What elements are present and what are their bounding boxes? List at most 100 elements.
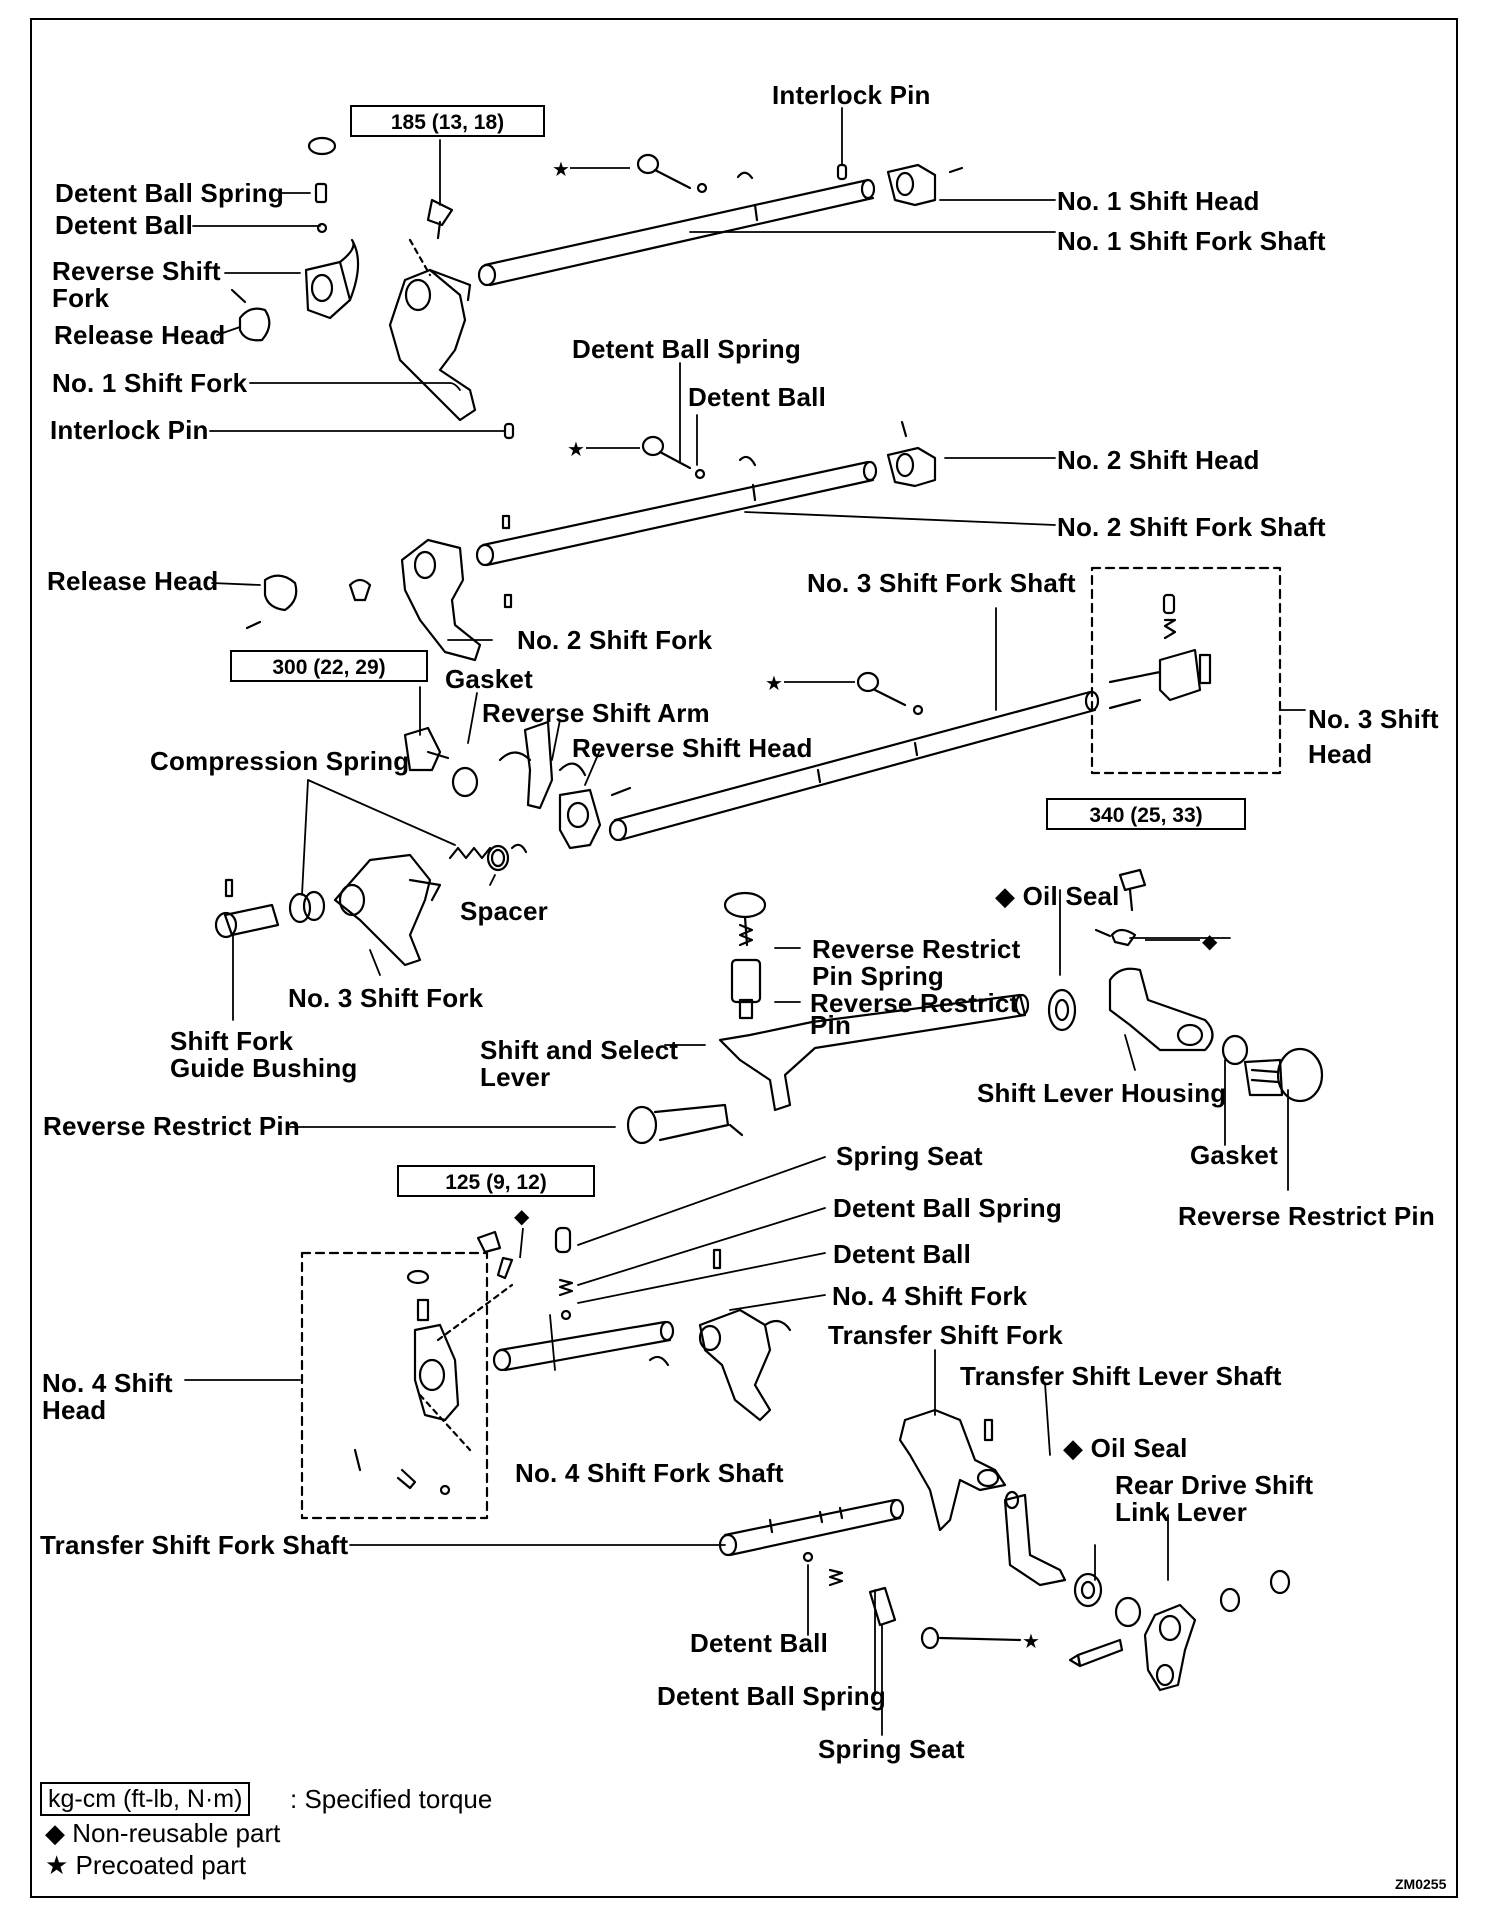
label-reverse-shift-arm: Reverse Shift Arm [482, 698, 710, 728]
link-lever-nuts-drawing [1219, 1569, 1291, 1613]
bolt-340-drawing [1094, 868, 1147, 947]
no1-shift-fork-drawing [388, 238, 477, 422]
no4-shift-fork-shaft-drawing [492, 1320, 675, 1372]
no3-shift-head-box [1090, 566, 1282, 775]
star-marker-2-icon: ★ [567, 437, 585, 461]
label-shift-fork-guide-bushing: Shift Fork Guide Bushing [170, 1026, 358, 1083]
label-transfer-shift-lever-shaft: Transfer Shift Lever Shaft [960, 1361, 1282, 1391]
legend-torque-desc: : Specified torque [290, 1784, 493, 1814]
label-spacer: Spacer [460, 896, 548, 926]
label-no3-shift-fork-shaft: No. 3 Shift Fork Shaft [807, 568, 1076, 598]
compression-spring-drawing [448, 844, 510, 872]
washer-icon [1114, 1596, 1142, 1628]
no1-shift-fork-shaft-drawing [477, 178, 876, 287]
precoated-plug-2-drawing [641, 435, 757, 480]
legend-precoated: ★ Precoated part [45, 1850, 247, 1880]
spring-seat-1-icon [554, 1226, 572, 1254]
label-reverse-restrict-pin-mid: Reverse Restrict Pin [810, 988, 1019, 1040]
transfer-shift-fork-shaft-drawing [718, 1498, 905, 1557]
reverse-restrict-pin-right-drawing [1243, 1047, 1324, 1103]
label-transfer-shift-fork-shaft: Transfer Shift Fork Shaft [40, 1530, 349, 1560]
label-release-head-1: Release Head [54, 320, 226, 350]
label-shift-and-select-lever: Shift and Select Lever [480, 1035, 679, 1092]
label-no2-shift-fork: No. 2 Shift Fork [517, 625, 713, 655]
torque-box-125: 125 (9, 12) [397, 1165, 595, 1197]
label-oil-seal-2: ◆ Oil Seal [1063, 1433, 1188, 1463]
rear-drive-shift-link-lever-drawing [1143, 1603, 1197, 1692]
release-head-2-drawing [245, 574, 372, 630]
label-spring-seat-2: Spring Seat [818, 1734, 965, 1764]
interlock-pin-top-icon [836, 163, 848, 181]
label-detent-ball-spring-4: Detent Ball Spring [657, 1681, 886, 1711]
detent-ball-spring-3-icon [558, 1278, 574, 1297]
label-no1-shift-head: No. 1 Shift Head [1057, 186, 1260, 216]
label-transfer-shift-fork: Transfer Shift Fork [828, 1320, 1063, 1350]
torque-box-185: 185 (13, 18) [350, 105, 545, 137]
label-detent-ball-spring-1: Detent Ball Spring [55, 178, 284, 208]
label-no2-shift-head: No. 2 Shift Head [1057, 445, 1260, 475]
no2-shift-fork-drawing [400, 538, 513, 662]
label-no3-shift-fork: No. 3 Shift Fork [288, 983, 484, 1013]
link-lever-bolt-drawing [1068, 1638, 1124, 1668]
label-no1-shift-fork-shaft: No. 1 Shift Fork Shaft [1057, 226, 1326, 256]
no4-shift-head-drawing [353, 1269, 514, 1496]
star-marker-1-icon: ★ [552, 157, 570, 181]
torque-box-300: 300 (22, 29) [230, 650, 428, 682]
label-detent-ball-spring-3: Detent Ball Spring [833, 1193, 1062, 1223]
label-no4-shift-head: No. 4 Shift Head [42, 1368, 173, 1425]
reverse-shift-arm-drawing [498, 720, 587, 810]
label-interlock-pin-left: Interlock Pin [50, 415, 209, 445]
star-marker-3-icon: ★ [765, 671, 783, 695]
detent-pin-icon [712, 1248, 722, 1270]
label-detent-ball-4: Detent Ball [690, 1628, 829, 1658]
leader-lines [184, 107, 1306, 1736]
transfer-shift-fork-drawing [898, 1408, 1007, 1532]
star-marker-4-icon: ★ [1022, 1629, 1040, 1653]
release-head-1-drawing [230, 288, 271, 342]
diamond-marker-2-icon: ◆ [514, 1204, 530, 1228]
oil-seal-2-drawing [1073, 1572, 1103, 1608]
diamond-marker-1-icon: ◆ [1202, 929, 1218, 953]
bolt-185-drawing [426, 198, 454, 240]
no3-shift-head-drawing [1108, 593, 1212, 710]
gasket-1-icon [451, 766, 479, 798]
precoated-plug-4-drawing [920, 1626, 1022, 1650]
spring-seat-2-icon [868, 1586, 897, 1627]
torque-box-340: 340 (25, 33) [1046, 798, 1246, 830]
reverse-restrict-pin-mid-drawing [723, 891, 767, 1020]
label-spring-seat-1: Spring Seat [836, 1141, 983, 1171]
detent-ball-spring-1-icon [314, 182, 328, 204]
reverse-shift-head-drawing [558, 786, 632, 850]
detent-ball-3-icon [560, 1309, 572, 1321]
spacer-icon [490, 848, 506, 868]
label-gasket-1: Gasket [445, 664, 533, 694]
label-gasket-2: Gasket [1190, 1140, 1278, 1170]
legend-non-reusable: ◆ Non-reusable part [45, 1818, 281, 1848]
label-detent-ball-2: Detent Ball [688, 382, 827, 412]
interlock-pin-left-icon [503, 422, 515, 440]
label-reverse-shift-fork: Reverse Shift Fork [52, 256, 221, 313]
reverse-shift-fork-drawing [304, 238, 360, 320]
label-no1-shift-fork: No. 1 Shift Fork [52, 368, 248, 398]
cap-plug-icon [307, 136, 337, 156]
label-no4-shift-fork: No. 4 Shift Fork [832, 1281, 1028, 1311]
detent-ball-1-icon [316, 222, 328, 234]
no4-shift-fork-drawing [698, 1308, 792, 1422]
gasket-2-icon [1221, 1034, 1249, 1066]
reverse-restrict-pin-left-drawing [626, 1103, 744, 1145]
label-release-head-2: Release Head [47, 566, 219, 596]
label-reverse-shift-head: Reverse Shift Head [572, 733, 813, 763]
label-no4-shift-fork-shaft: No. 4 Shift Fork Shaft [515, 1458, 784, 1488]
no2-shift-fork-shaft-drawing [475, 460, 878, 567]
label-reverse-restrict-pin-right: Reverse Restrict Pin [1178, 1201, 1435, 1231]
diagram-frame [30, 18, 1458, 1898]
detent-ball-spring-4-icon [828, 1568, 844, 1587]
shift-lever-housing-drawing [1108, 967, 1214, 1052]
shift-and-select-lever-drawing [718, 993, 1030, 1112]
label-detent-ball-3: Detent Ball [833, 1239, 972, 1269]
precoated-plug-3-drawing [856, 671, 924, 716]
label-oil-seal-1: ◆ Oil Seal [995, 881, 1120, 911]
transfer-shift-lever-shaft-drawing [1003, 1490, 1067, 1587]
detent-ball-4-icon [802, 1551, 814, 1563]
figure-code: ZM0255 [1395, 1876, 1447, 1892]
